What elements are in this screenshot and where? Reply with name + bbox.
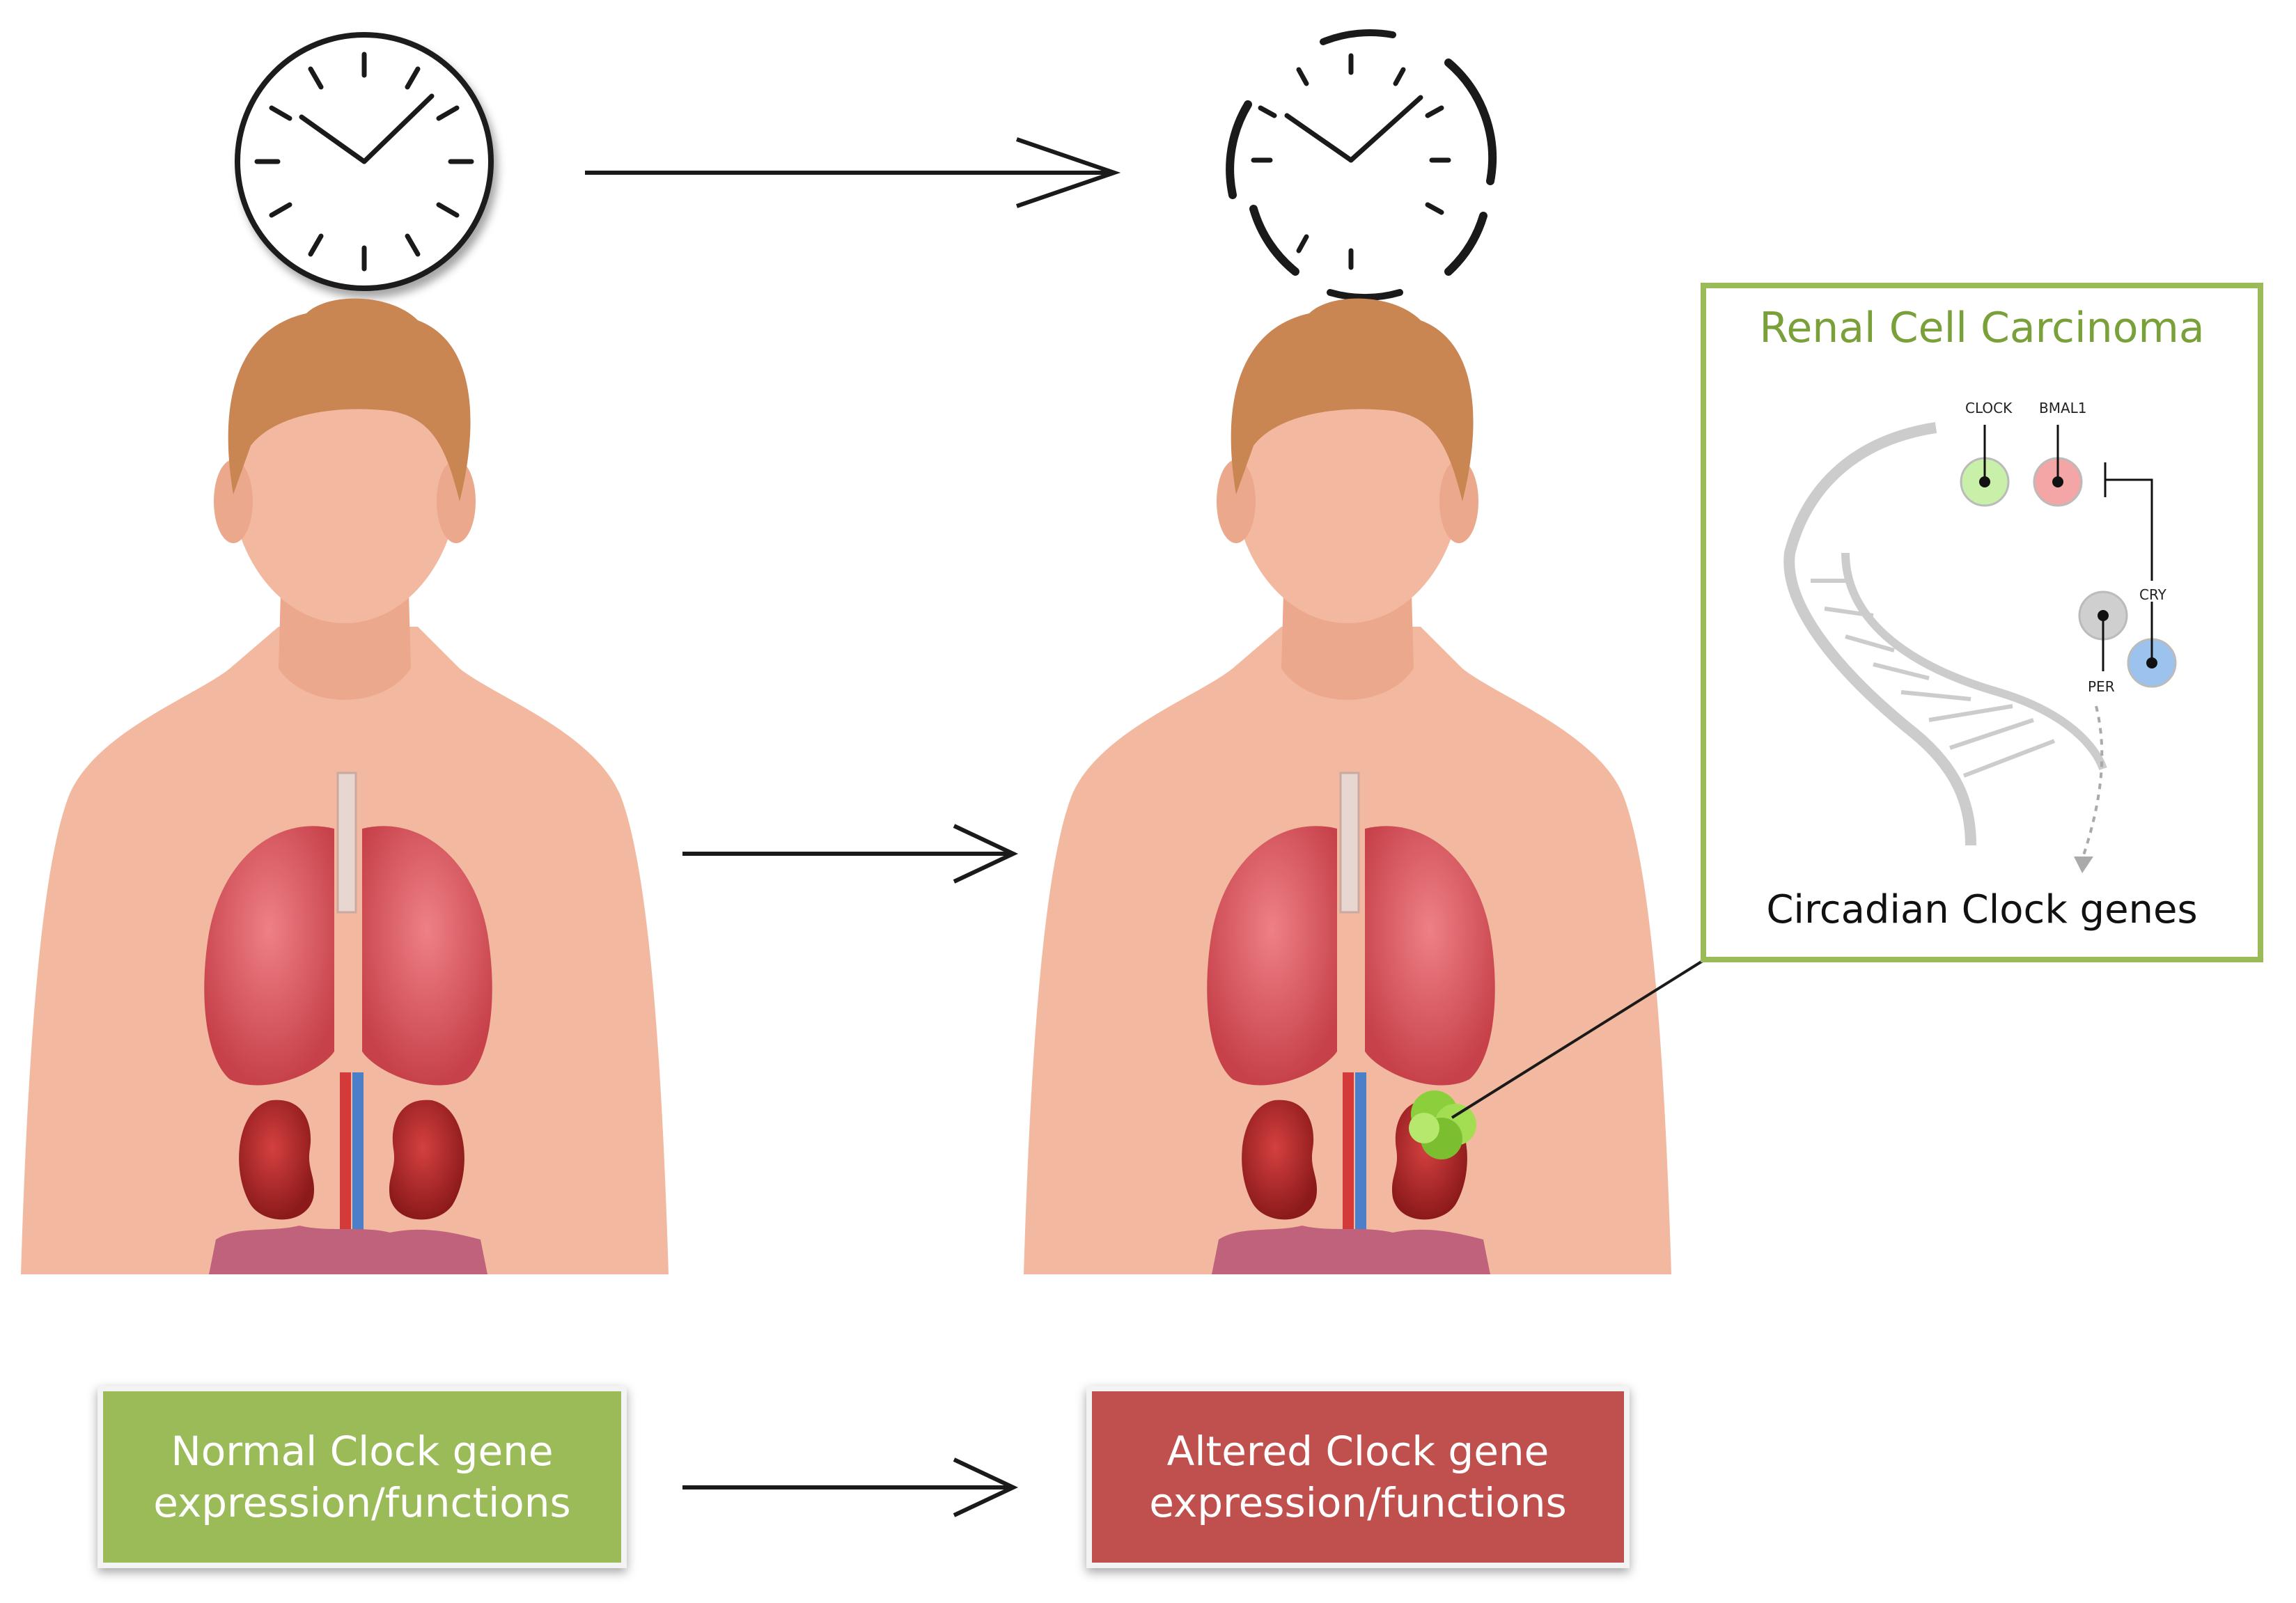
gene-bmal1 xyxy=(2033,425,2083,507)
arrow-right-icon xyxy=(585,137,1121,208)
gene-label-clock: CLOCK xyxy=(1965,400,2013,416)
gene-label-bmal1: BMAL1 xyxy=(2039,400,2087,416)
rcc-panel: Renal Cell Carcinoma xyxy=(1701,283,2263,962)
altered-body xyxy=(1022,297,1673,1276)
dna-icon xyxy=(1783,422,2177,873)
callout-line xyxy=(1451,958,1706,1119)
gene-label-per: PER xyxy=(2088,678,2115,695)
normal-expression-label: Normal Clock gene expression/functions xyxy=(97,1386,627,1568)
gene-clock xyxy=(1960,425,2010,507)
altered-expression-label: Altered Clock gene expression/functions xyxy=(1086,1386,1630,1568)
gene-per xyxy=(2078,591,2128,671)
tumor-icon xyxy=(1409,1090,1476,1159)
arrow-right-icon xyxy=(682,824,1019,884)
normal-body xyxy=(19,297,670,1276)
inhibition-icon xyxy=(2104,462,2153,581)
clock-ticks xyxy=(254,52,474,272)
rcc-footer: Circadian Clock genes xyxy=(1766,887,2198,932)
gene-label-cry: CRY xyxy=(2139,586,2166,603)
rcc-title: Renal Cell Carcinoma xyxy=(1759,304,2205,352)
broken-clock-icon xyxy=(1226,29,1497,302)
arrow-right-icon xyxy=(682,1457,1019,1517)
gene-cry xyxy=(2127,602,2177,688)
